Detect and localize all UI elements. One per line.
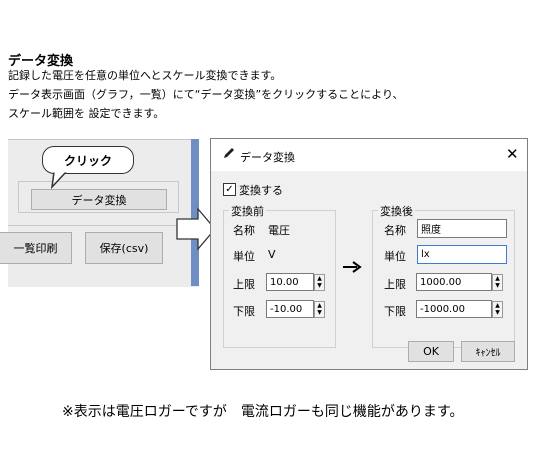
- before-lower-input[interactable]: -10.00: [266, 300, 314, 318]
- after-name-input[interactable]: 照度: [417, 219, 507, 238]
- convert-checkbox[interactable]: ✓: [223, 183, 236, 196]
- right-arrow-icon: [176, 207, 216, 251]
- click-callout: クリック: [42, 146, 134, 174]
- panel-divider: [8, 225, 191, 226]
- after-lower-spinner[interactable]: ▲▼: [492, 301, 503, 318]
- description-line-3: スケール範囲を 設定できます。: [8, 107, 165, 120]
- after-group-label: 変換後: [378, 203, 415, 219]
- section-heading: データ変換: [8, 54, 74, 69]
- cancel-button[interactable]: ｷｬﾝｾﾙ: [461, 341, 515, 362]
- callout-tail-icon: [50, 172, 67, 190]
- convert-groupbox: [18, 181, 179, 213]
- dialog-title: データ変換: [240, 151, 295, 164]
- convert-arrow-icon: [343, 261, 362, 273]
- before-upper-spinner[interactable]: ▲▼: [314, 274, 325, 291]
- before-group-label: 変換前: [229, 203, 266, 219]
- after-name-label: 名称: [384, 224, 406, 237]
- description-line-1: 記録した電圧を任意の単位へとスケール変換できます。: [8, 69, 282, 82]
- after-upper-spinner[interactable]: ▲▼: [492, 274, 503, 291]
- before-upper-input[interactable]: 10.00: [266, 273, 314, 291]
- after-upper-input[interactable]: 1000.00: [416, 273, 492, 291]
- description-line-2: データ表示画面（グラフ，一覧）にて“データ変換”をクリックすることにより、: [8, 88, 404, 101]
- after-unit-label: 単位: [384, 250, 406, 263]
- after-lower-label: 下限: [384, 305, 406, 318]
- data-convert-button[interactable]: データ変換: [31, 189, 167, 210]
- after-upper-label: 上限: [384, 278, 406, 291]
- before-unit-label: 単位: [233, 250, 255, 263]
- before-lower-spinner[interactable]: ▲▼: [314, 301, 325, 318]
- before-groupbox: [223, 210, 336, 348]
- before-upper-label: 上限: [233, 278, 255, 291]
- after-lower-input[interactable]: -1000.00: [416, 300, 492, 318]
- before-unit-value: V: [268, 248, 276, 261]
- before-lower-label: 下限: [233, 305, 255, 318]
- before-name-value: 電圧: [268, 224, 290, 237]
- close-icon[interactable]: ✕: [506, 145, 519, 163]
- panel-scroll-edge: [191, 139, 199, 286]
- save-csv-button[interactable]: 保存(csv): [85, 232, 163, 264]
- before-name-label: 名称: [233, 224, 255, 237]
- dialog-titlebar: [210, 138, 528, 171]
- print-list-button[interactable]: 一覧印刷: [0, 232, 72, 264]
- ok-button[interactable]: OK: [408, 341, 454, 362]
- after-unit-input[interactable]: lx: [417, 245, 507, 264]
- convert-checkbox-label: 変換する: [239, 184, 283, 197]
- footer-note: ※表示は電圧ロガーですが 電流ロガーも同じ機能があります。: [62, 404, 464, 420]
- pencil-icon: [224, 148, 234, 158]
